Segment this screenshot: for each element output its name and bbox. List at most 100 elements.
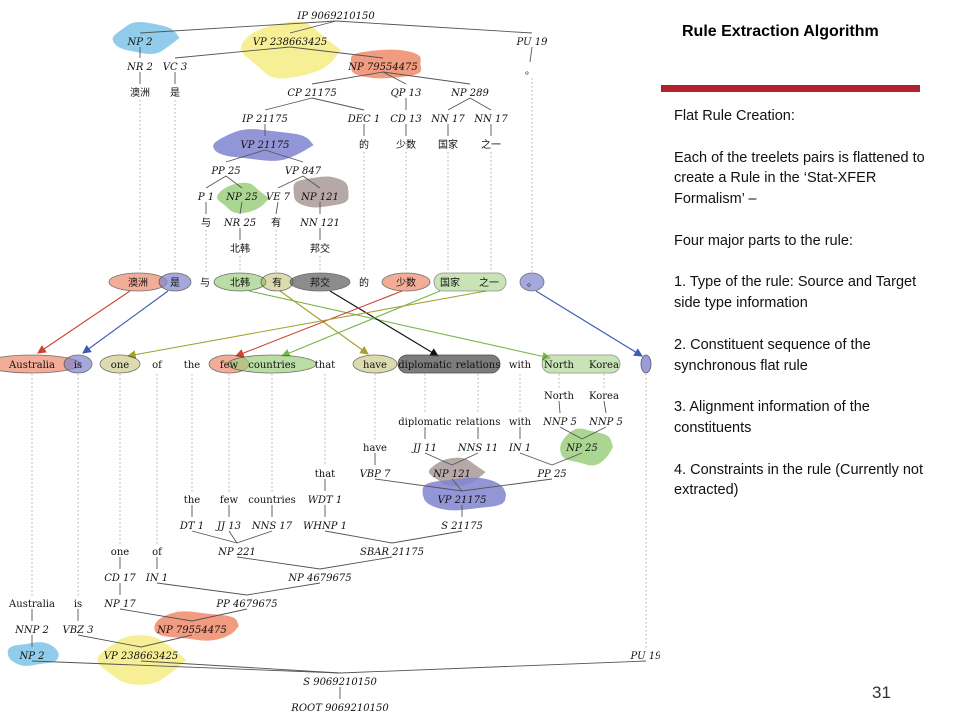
target-tree-edge (319, 556, 393, 570)
source-tree-edge (239, 201, 243, 215)
source-seq-s_aozhou: 澳洲 (128, 276, 148, 289)
target-node-vp238t: VP 238663425 (104, 651, 178, 662)
word-oval (213, 272, 267, 292)
target-node-vbp7: VBP 7 (360, 469, 391, 480)
target-tree-edge (324, 530, 393, 544)
source-tree-edge (302, 175, 321, 189)
target-node-nnp5a: NNP 5 (542, 417, 577, 428)
target-node-tw_the: the (184, 495, 200, 506)
source-seq-s_yu: 与 (200, 277, 210, 289)
phrase-oval-guojia-zhiyi (433, 272, 507, 292)
source-seq-s_beihan: 北韩 (230, 276, 250, 289)
target-node-wdt1: WDT 1 (308, 495, 343, 506)
source-word-w_zhiyi: 之一 (481, 138, 501, 151)
target-node-tw_relations: relations (456, 417, 501, 428)
list-item-2: 2. Constituent sequence of the synchrono… (674, 336, 871, 374)
target-node-nnp2: NNP 2 (14, 625, 49, 636)
target-node-np221: NP 221 (217, 547, 256, 558)
word-oval (227, 354, 317, 374)
source-node-ve7: VE 7 (266, 192, 291, 203)
target-tree-edge (461, 478, 553, 492)
target-node-dt1: DT 1 (179, 521, 204, 532)
target-node-nns11: NNS 11 (457, 443, 498, 454)
word-oval (352, 354, 398, 374)
target-node-in1a: IN 1 (508, 443, 531, 454)
source-node-np795: NP 79554475 (347, 62, 418, 73)
target-seq-t_australia: Australia (8, 360, 55, 371)
target-seq-t_north: North (544, 360, 575, 371)
target-node-tw_one: one (111, 547, 129, 558)
source-node-np121: NP 121 (300, 192, 339, 203)
highlight-blob-np2-source (112, 21, 180, 55)
source-node-nn121: NN 121 (299, 218, 340, 229)
highlight-blobs (7, 21, 613, 685)
target-node-pp25t: PP 25 (536, 469, 566, 480)
source-tree-edge (382, 71, 407, 85)
target-tree-edge (119, 608, 193, 622)
target-seq-t_one: one (111, 360, 129, 371)
page-number: 31 (872, 683, 891, 702)
source-node-pp25: PP 25 (210, 166, 240, 177)
target-tree-edge (374, 478, 463, 492)
target-seq-t_have: have (363, 360, 387, 371)
target-seq-t_is: is (74, 360, 82, 371)
source-tree-edge (277, 175, 304, 189)
alignment-arrow-period (535, 290, 643, 357)
target-tree-edge (31, 660, 341, 674)
target-seq-t_that: that (315, 360, 335, 371)
source-node-cd13: CD 13 (390, 114, 422, 125)
target-node-pu19t: PU 19 (630, 651, 660, 662)
target-tree-edge (156, 582, 248, 596)
alignment-arrow-aozhou-australia (37, 290, 131, 354)
target-node-whnp1: WHNP 1 (303, 521, 347, 532)
title-underline-bar (661, 85, 920, 92)
target-tree-edge (559, 426, 583, 440)
highlight-blob-np25-source (216, 182, 270, 214)
source-tree-edge (289, 20, 337, 34)
alignment-arrow-you-have (279, 290, 369, 355)
source-node-pu19: PU 19 (516, 37, 549, 48)
alignment-arrow-beihan-northkorea (248, 290, 552, 361)
source-word-w_yu: 与 (201, 217, 211, 229)
target-node-tw_north: North (544, 391, 575, 402)
target-node-np2t: NP 2 (18, 651, 44, 662)
source-tree-edge (311, 97, 365, 111)
target-node-nnp5b: NNP 5 (588, 417, 623, 428)
list-item-3: 3. Alignment information of the constitu… (674, 399, 870, 436)
source-word-edge (275, 201, 279, 215)
target-tree-edge (339, 660, 647, 674)
source-tree-edge (174, 46, 291, 59)
target-seq-t_few: few (220, 360, 239, 371)
highlight-blob-vp21175-target (422, 477, 507, 511)
source-seq-s_shaoshu: 少数 (396, 276, 416, 289)
target-node-root: ROOT 9069210150 (290, 703, 389, 714)
target-node-cd17: CD 17 (104, 573, 136, 584)
target-node-sbar: SBAR 21175 (360, 547, 424, 558)
target-node-jj11: JJ 11 (411, 443, 437, 454)
source-seq-s_you: 有 (272, 276, 282, 289)
target-seq-t_of: of (152, 360, 163, 371)
source-seq-s_bangjiao: 邦交 (310, 276, 330, 289)
target-seq-t_diplomatic: diplomatic (398, 360, 452, 371)
source-tree-edge (139, 20, 337, 34)
target-node-np17: NP 17 (103, 599, 136, 610)
source-node-vc3: VC 3 (163, 62, 187, 73)
word-oval (63, 354, 93, 374)
source-word-w_shi: 是 (170, 87, 180, 99)
target-seq-t_korea: Korea (589, 360, 619, 371)
source-node-p1: P 1 (197, 192, 214, 203)
source-tree-edge (447, 97, 471, 111)
source-tree-edge (264, 97, 313, 111)
target-tree-edge (236, 530, 273, 544)
target-tree-edge (581, 426, 607, 440)
source-node-vp847: VP 847 (285, 166, 322, 177)
target-seq-t_countries: countries (248, 360, 296, 371)
alignment-arrow-guojia-countries (280, 290, 441, 358)
word-ovals (0, 272, 652, 374)
target-tree-edge (228, 530, 238, 544)
source-word-edge (529, 46, 533, 63)
source-tree-edge (264, 149, 304, 163)
